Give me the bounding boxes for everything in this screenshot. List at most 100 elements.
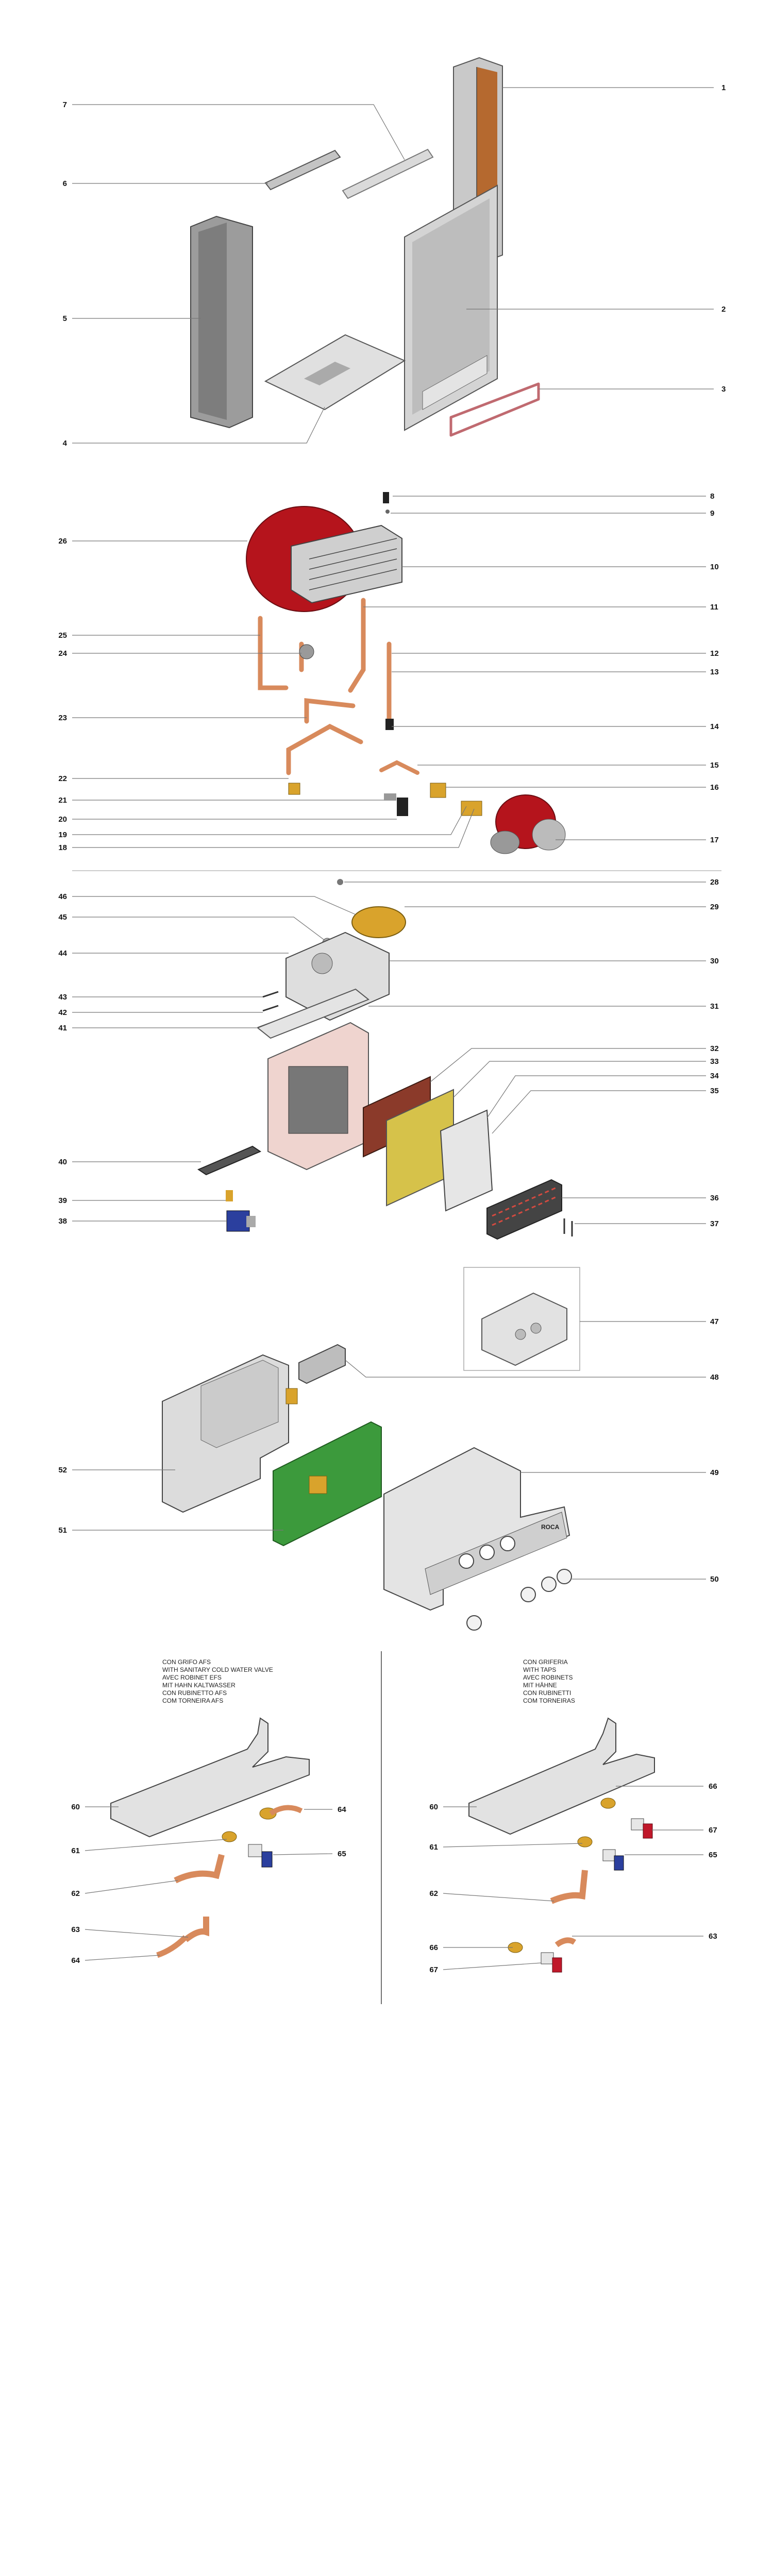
callout-number: 1 (721, 83, 726, 92)
callout-number: 37 (710, 1219, 719, 1228)
part-control-pcb (273, 1421, 382, 1547)
part-front-control-panel: ROCA (383, 1447, 570, 1611)
part-valves (288, 644, 482, 816)
part-top-trim (264, 148, 434, 199)
leader-63-a (85, 1929, 189, 1938)
callout-number: 52 (58, 1466, 67, 1475)
callout-number: 9 (710, 509, 714, 518)
callout-number: 65 (709, 1851, 717, 1859)
leader-18 (72, 808, 475, 848)
caption-line: AVEC ROBINET EFS (162, 1674, 222, 1681)
caption-line: COM TORNEIRAS (523, 1697, 575, 1704)
part-inset-control-box (463, 1267, 580, 1371)
callout-number: 45 (58, 913, 67, 922)
callout-number: 63 (71, 1925, 80, 1934)
part-vent-valve (383, 492, 390, 514)
part-gasket (449, 382, 540, 437)
callout-number: 21 (58, 796, 67, 805)
part-base-frame (264, 334, 406, 411)
part-sensor-bar (197, 1145, 262, 1176)
leader-34 (486, 1075, 706, 1118)
callout-number: 66 (429, 1943, 438, 1952)
part-burner (486, 1179, 562, 1240)
caption-line: CON RUBINETTO AFS (162, 1689, 227, 1697)
callout-number: 16 (710, 783, 719, 792)
leader-62-b (443, 1893, 554, 1902)
brand-logo: ROCA (541, 1523, 560, 1531)
part-insulation-panels (363, 1076, 493, 1212)
part-rear-housing (162, 1354, 289, 1513)
caption-line: CON RUBINETTI (523, 1689, 571, 1697)
callout-number: 40 (58, 1158, 67, 1166)
caption-line: COM TORNEIRA AFS (162, 1697, 223, 1704)
part-circulation-pump (490, 794, 566, 854)
callout-number: 29 (710, 903, 719, 911)
callout-number: 6 (63, 179, 67, 188)
callout-number: 24 (58, 649, 67, 658)
callout-number: 67 (429, 1965, 438, 1974)
callout-number: 63 (709, 1932, 717, 1941)
callout-number: 12 (710, 649, 719, 658)
caption-line: MIT HAHN KALTWASSER (162, 1682, 236, 1689)
callout-number: 60 (71, 1803, 80, 1811)
callout-number: 60 (429, 1803, 438, 1811)
leader-46 (72, 896, 356, 915)
callout-number: 14 (710, 722, 719, 731)
callout-number: 18 (58, 843, 67, 852)
callout-number: 32 (710, 1044, 719, 1053)
callout-number: 49 (710, 1468, 719, 1477)
callout-number: 64 (71, 1956, 80, 1965)
callout-number: 61 (71, 1846, 80, 1855)
callout-number: 47 (710, 1317, 719, 1326)
callout-number: 7 (63, 100, 67, 109)
leader-64-b (85, 1955, 160, 1961)
caption-line: AVEC ROBINETS (523, 1674, 573, 1681)
callout-number: 39 (58, 1196, 67, 1205)
leader-67-b (443, 1962, 542, 1970)
callout-number: 30 (710, 957, 719, 965)
callout-number: 15 (710, 761, 719, 770)
callout-number: 3 (721, 385, 726, 394)
callout-number: 35 (710, 1087, 719, 1095)
callout-number: 41 (58, 1024, 67, 1032)
callout-number: 31 (710, 1002, 719, 1011)
callout-number: 26 (58, 537, 67, 546)
callout-number: 44 (58, 949, 67, 958)
leader-61-b (443, 1843, 583, 1848)
callout-number: 22 (58, 774, 67, 783)
leader-35 (492, 1090, 706, 1134)
callout-number: 67 (709, 1826, 717, 1835)
leader-4 (72, 406, 325, 444)
callout-number: 65 (338, 1850, 346, 1858)
callout-number: 20 (58, 815, 67, 824)
part-injectors (563, 1218, 573, 1236)
callout-number: 51 (58, 1526, 67, 1535)
callout-number: 36 (710, 1194, 719, 1202)
caption-line: WITH SANITARY COLD WATER VALVE (162, 1666, 273, 1673)
caption-line: MIT HÄHNE (523, 1682, 557, 1689)
part-side-panel (190, 215, 253, 429)
callout-number: 2 (721, 305, 726, 314)
leader-48 (345, 1360, 706, 1378)
callout-number: 8 (710, 492, 714, 501)
leader-65-a (273, 1853, 333, 1855)
callout-number: 62 (429, 1889, 438, 1898)
callout-number: 25 (58, 631, 67, 640)
callout-number: 48 (710, 1373, 719, 1382)
part-pipework (258, 598, 419, 775)
callout-number: 19 (58, 831, 67, 839)
leader-45 (72, 917, 325, 941)
callout-number: 17 (710, 836, 719, 844)
callout-number: 38 (58, 1217, 67, 1226)
part-combustion-chamber (257, 988, 369, 1171)
callout-number: 43 (58, 993, 67, 1002)
leader-32 (430, 1048, 706, 1082)
callout-number: 50 (710, 1575, 719, 1584)
part-knobs (466, 1569, 572, 1631)
callout-number: 34 (710, 1072, 719, 1080)
leader-19 (72, 806, 467, 835)
callout-number: 11 (710, 603, 718, 612)
